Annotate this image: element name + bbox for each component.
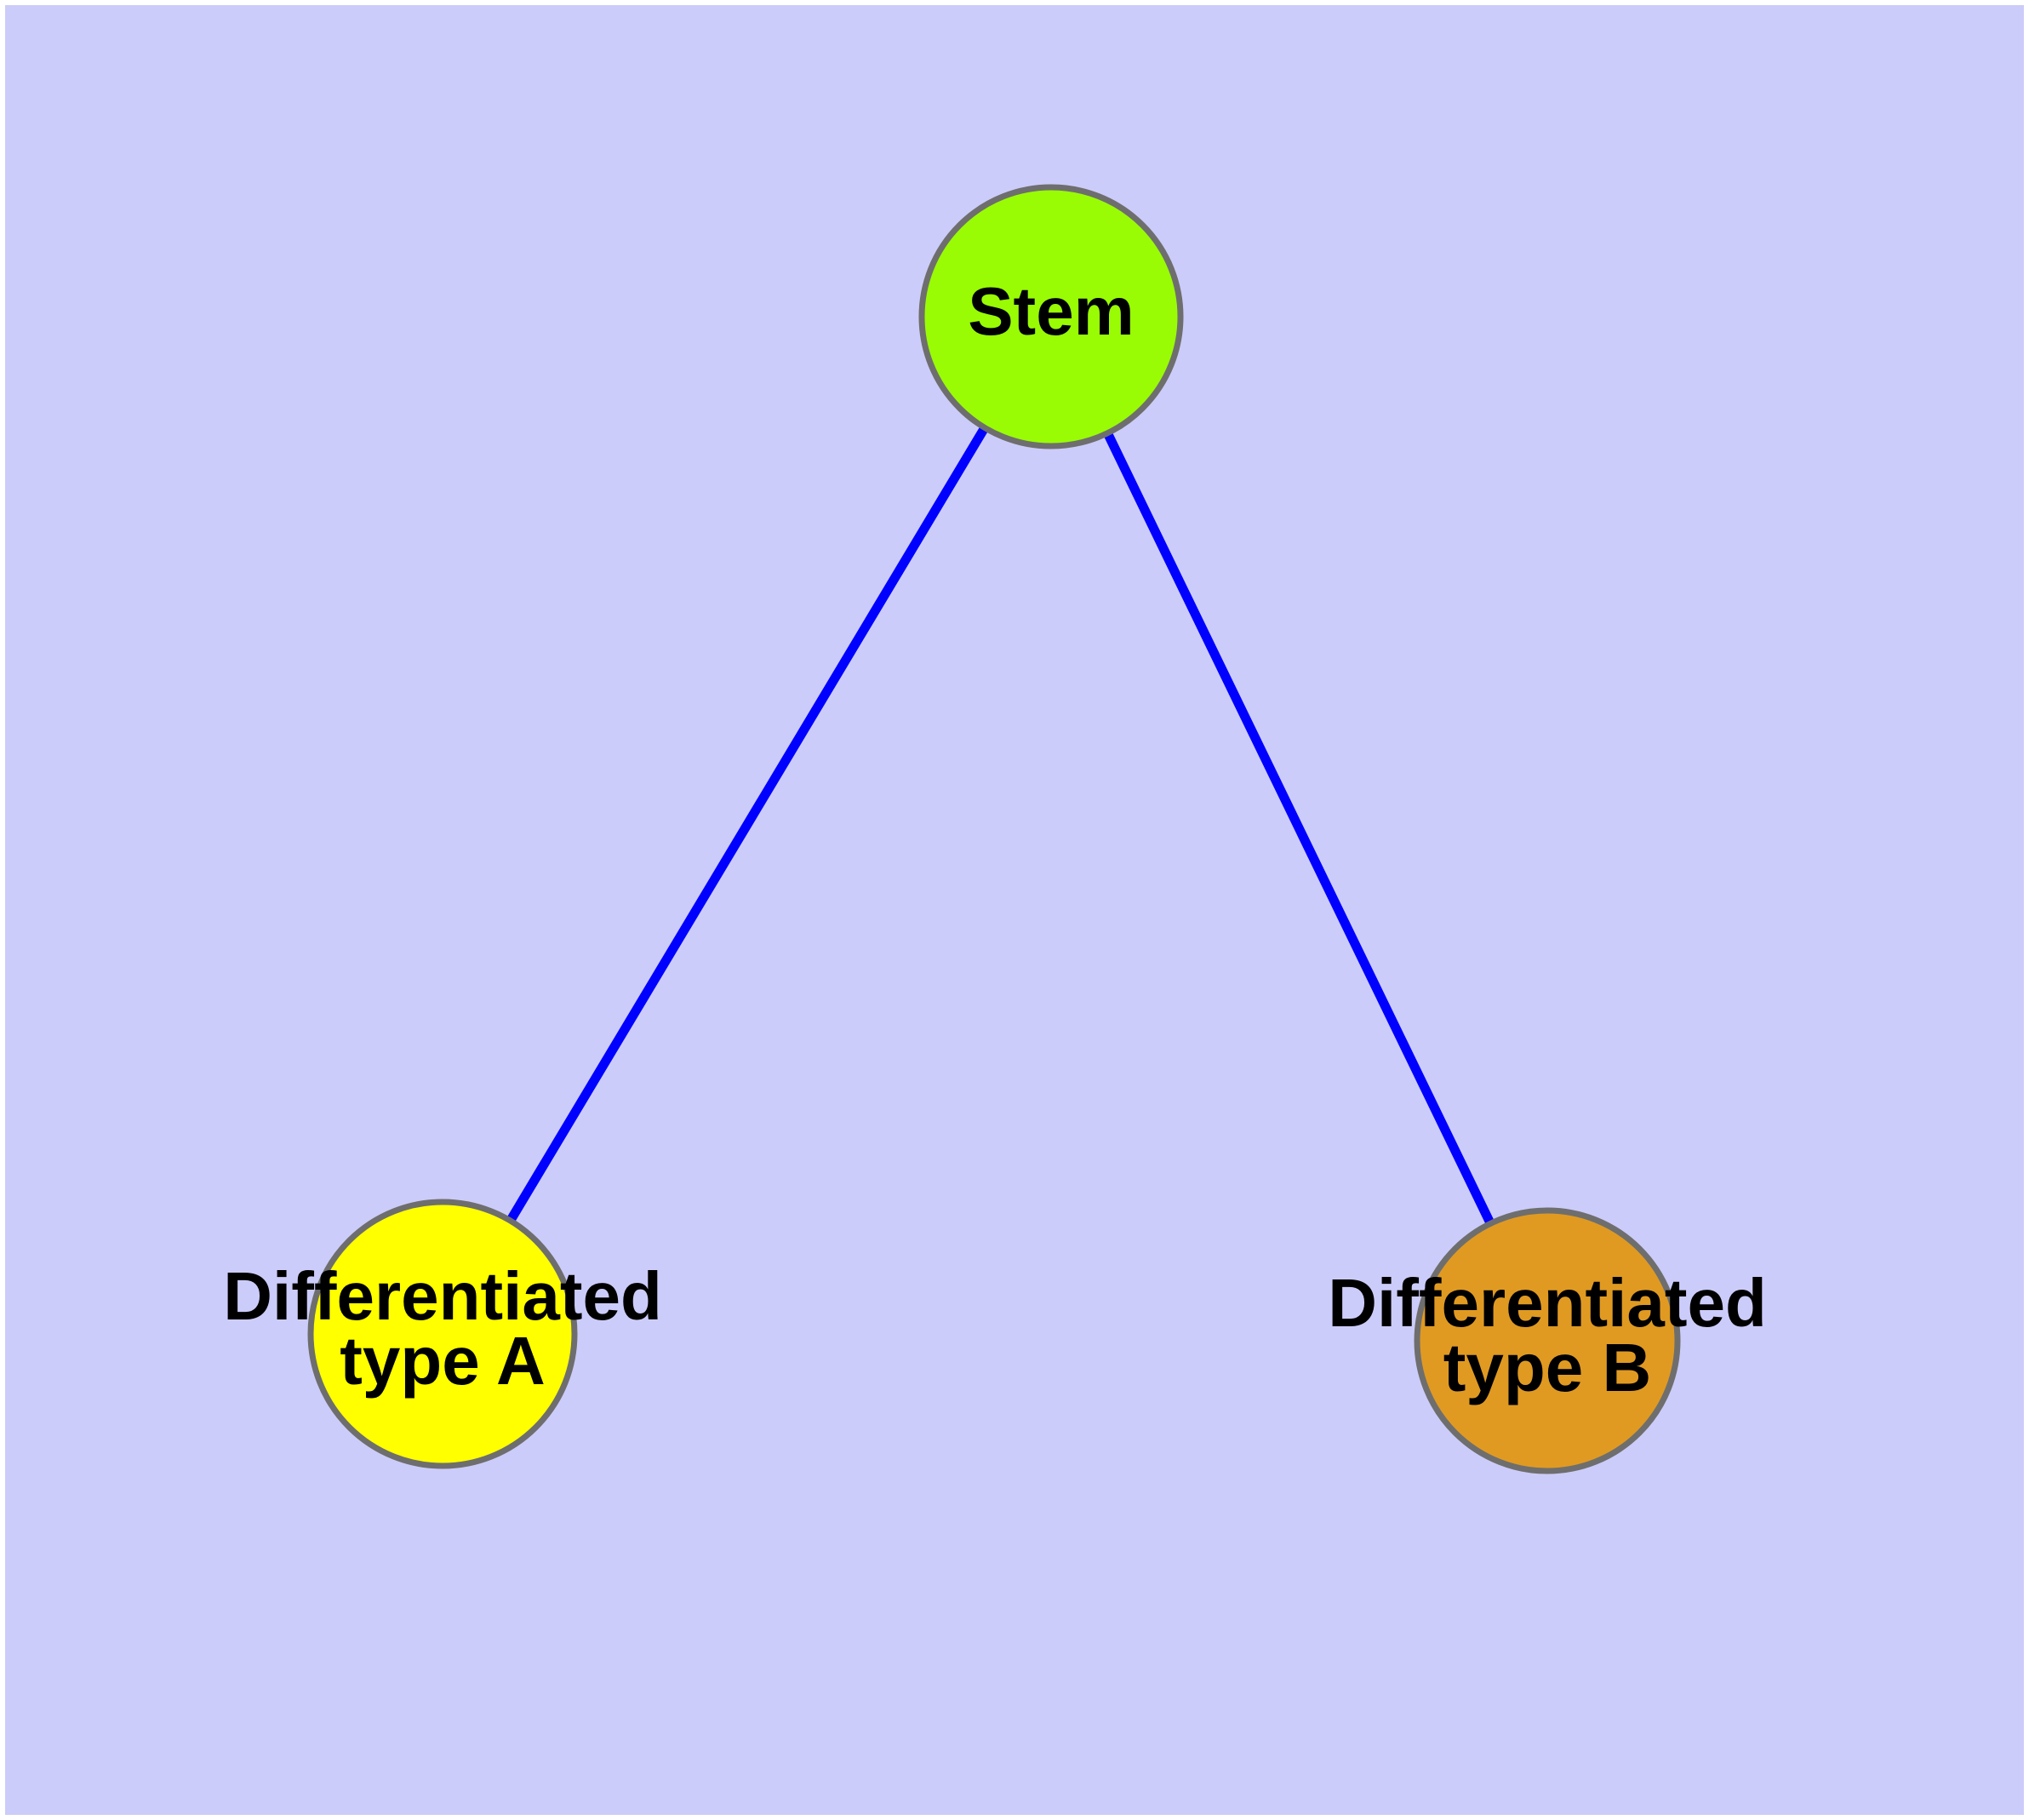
node-differentiated-type-b[interactable] bbox=[1414, 1207, 1681, 1474]
edge-layer bbox=[506, 426, 1495, 1224]
node-label-stem: Stem bbox=[968, 273, 1135, 349]
node-stem[interactable] bbox=[918, 184, 1184, 449]
node-layer bbox=[307, 184, 1681, 1474]
edge-stem-diff-a[interactable] bbox=[506, 426, 988, 1222]
edge-stem-diff-b[interactable] bbox=[1104, 432, 1495, 1224]
node-differentiated-type-a[interactable] bbox=[307, 1199, 578, 1469]
